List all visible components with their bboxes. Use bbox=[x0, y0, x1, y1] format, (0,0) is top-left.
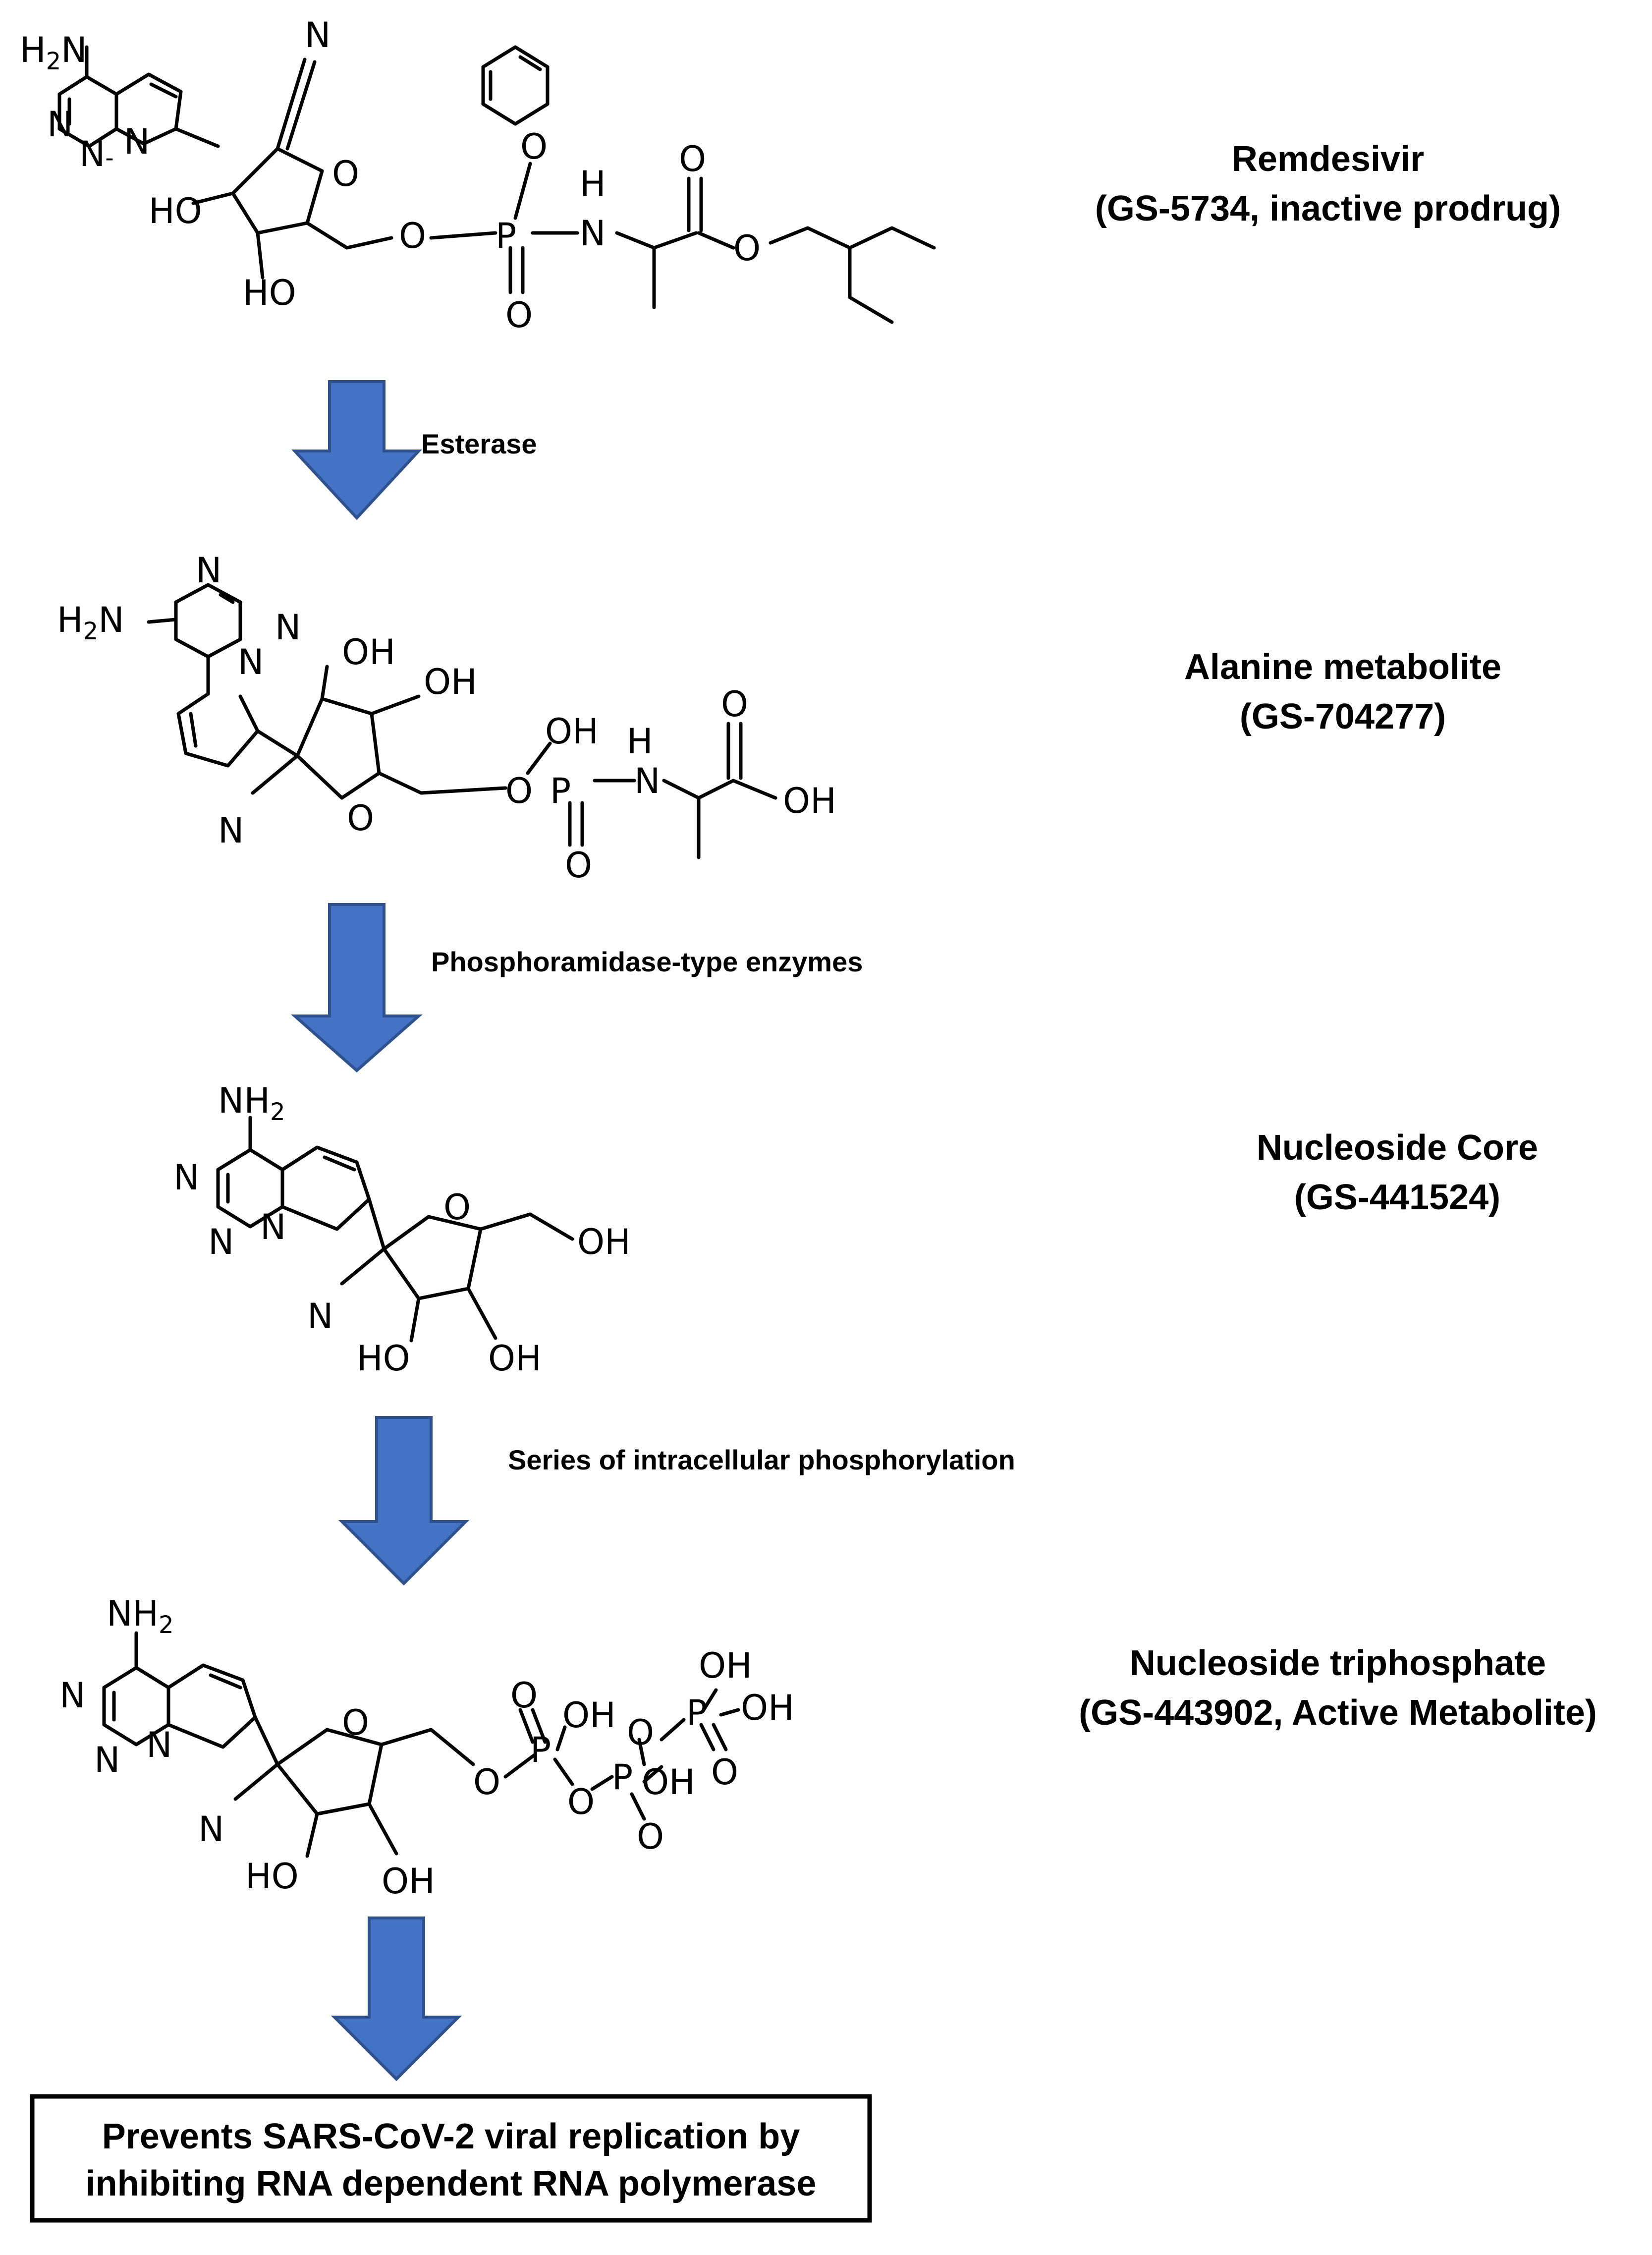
svg-text:N: N bbox=[634, 761, 660, 801]
structure-nucleoside-triphosphate: NH2 N N N O N HO OH O P O OH O P OH O O … bbox=[59, 1593, 794, 1902]
svg-text:O: O bbox=[520, 126, 548, 167]
svg-text:OH: OH bbox=[424, 662, 477, 702]
svg-text:OH: OH bbox=[488, 1338, 542, 1379]
svg-text:O: O bbox=[332, 154, 359, 194]
svg-text:OH: OH bbox=[642, 1762, 695, 1803]
svg-text:HO: HO bbox=[245, 1856, 299, 1897]
stage-name-nucleoside-core: Nucleoside Core bbox=[1257, 1128, 1538, 1168]
enzyme-label-phosphoramidase: Phosphoramidase-type enzymes bbox=[431, 946, 863, 977]
svg-text:NH2: NH2 bbox=[107, 1593, 174, 1639]
svg-text:P: P bbox=[686, 1692, 707, 1733]
svg-text:O: O bbox=[399, 216, 426, 256]
step-arrow-2 bbox=[291, 903, 423, 1072]
svg-text:OH: OH bbox=[562, 1695, 616, 1736]
svg-text:H2N: H2N bbox=[20, 30, 87, 75]
svg-text:N: N bbox=[94, 1740, 120, 1780]
svg-text:O: O bbox=[505, 771, 533, 811]
structure-nucleoside-core: NH2 N N N O OH N HO OH bbox=[173, 1080, 631, 1379]
svg-text:N: N bbox=[307, 1296, 333, 1337]
svg-text:O: O bbox=[342, 1702, 369, 1743]
outcome-line-1: Prevents SARS-CoV-2 viral replication by bbox=[102, 2117, 800, 2156]
step-arrow-4 bbox=[330, 1917, 462, 2082]
svg-text:P: P bbox=[550, 771, 571, 811]
svg-text:OH: OH bbox=[741, 1688, 794, 1728]
structure-alanine-metabolite: H2N N N N OH OH O N O P OH O H N O OH bbox=[57, 550, 836, 886]
svg-text:O: O bbox=[567, 1782, 595, 1822]
step-arrow-1 bbox=[291, 380, 422, 520]
stage-code-nucleoside-triphosphate: (GS-443902, Active Metabolite) bbox=[1079, 1693, 1597, 1733]
svg-text:N: N bbox=[218, 810, 244, 851]
svg-text:N: N bbox=[305, 15, 330, 56]
enzyme-label-esterase: Esterase bbox=[421, 428, 537, 459]
svg-text:OH: OH bbox=[783, 781, 836, 821]
svg-text:P: P bbox=[496, 216, 516, 256]
stage-code-nucleoside-core: (GS-441524) bbox=[1294, 1178, 1500, 1217]
svg-text:N: N bbox=[47, 104, 73, 145]
svg-text:OH: OH bbox=[382, 1861, 435, 1902]
enzyme-label-phosphorylation: Series of intracellular phosphorylation bbox=[508, 1444, 1015, 1475]
svg-text:O: O bbox=[679, 139, 706, 179]
svg-text:H: H bbox=[580, 164, 606, 204]
svg-text:O: O bbox=[505, 295, 533, 336]
svg-text:N: N bbox=[198, 1809, 224, 1850]
structure-remdesivir: H2N N N N- N O HO HO O P O O H N O O bbox=[20, 15, 936, 336]
svg-text:O: O bbox=[565, 845, 592, 886]
svg-text:HO: HO bbox=[357, 1338, 410, 1379]
stage-name-remdesivir: Remdesivir bbox=[1232, 139, 1424, 179]
svg-text:OH: OH bbox=[342, 632, 395, 673]
svg-text:O: O bbox=[473, 1762, 500, 1803]
svg-text:O: O bbox=[733, 228, 761, 269]
svg-text:N: N bbox=[146, 1725, 172, 1765]
svg-text:N: N bbox=[580, 213, 606, 254]
svg-text:O: O bbox=[347, 798, 374, 839]
svg-text:O: O bbox=[627, 1712, 654, 1753]
svg-text:HO: HO bbox=[243, 273, 296, 313]
svg-text:O: O bbox=[637, 1816, 664, 1857]
stage-name-nucleoside-triphosphate: Nucleoside triphosphate bbox=[1130, 1643, 1546, 1683]
svg-text:N-: N- bbox=[79, 134, 114, 174]
stage-code-remdesivir: (GS-5734, inactive prodrug) bbox=[1095, 189, 1561, 228]
svg-text:O: O bbox=[510, 1675, 538, 1716]
svg-text:P: P bbox=[612, 1757, 633, 1798]
svg-text:N: N bbox=[275, 607, 301, 648]
stage-name-alanine-metabolite: Alanine metabolite bbox=[1184, 647, 1501, 687]
svg-text:O: O bbox=[721, 684, 748, 725]
outcome-box: Prevents SARS-CoV-2 viral replication by… bbox=[30, 2094, 872, 2223]
step-arrow-3 bbox=[338, 1416, 470, 1586]
svg-text:N: N bbox=[238, 642, 264, 682]
svg-text:OH: OH bbox=[577, 1222, 631, 1262]
outcome-line-2: inhibiting RNA dependent RNA polymerase bbox=[86, 2164, 817, 2203]
svg-text:O: O bbox=[711, 1752, 738, 1793]
stage-code-alanine-metabolite: (GS-704277) bbox=[1240, 697, 1446, 736]
svg-text:N: N bbox=[124, 121, 150, 162]
svg-text:O: O bbox=[443, 1187, 471, 1228]
svg-text:H2N: H2N bbox=[57, 600, 124, 645]
svg-text:N: N bbox=[196, 550, 221, 591]
svg-text:N: N bbox=[208, 1222, 234, 1262]
svg-text:N: N bbox=[59, 1675, 85, 1716]
svg-text:P: P bbox=[530, 1730, 551, 1770]
svg-text:H: H bbox=[627, 721, 653, 762]
svg-text:N: N bbox=[173, 1157, 199, 1198]
svg-text:N: N bbox=[260, 1207, 286, 1247]
svg-text:HO: HO bbox=[149, 191, 202, 231]
svg-text:NH2: NH2 bbox=[218, 1080, 285, 1126]
svg-text:OH: OH bbox=[699, 1645, 752, 1686]
svg-text:OH: OH bbox=[545, 711, 599, 752]
